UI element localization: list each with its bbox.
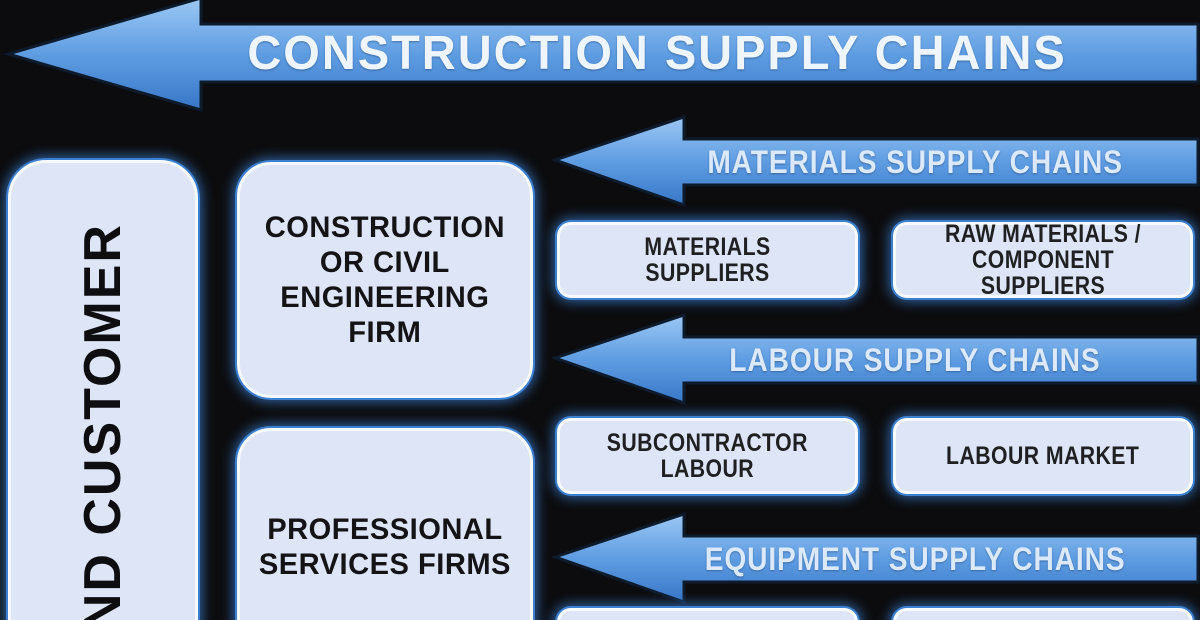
labour-market-box: LABOUR MARKET [893, 418, 1193, 494]
materials-arrow-polygon [550, 114, 1200, 208]
equipment-box-right-partial [893, 608, 1193, 620]
end-customer-box: END CUSTOMER [8, 160, 198, 620]
main-supply-chain-arrow-icon [2, 0, 1200, 112]
labour-arrow-polygon [550, 312, 1200, 406]
construction-supply-chains-label: CONSTRUCTION SUPPLY CHAINS [210, 24, 1200, 82]
materials-supply-chains-text: MATERIALS SUPPLY CHAINS [707, 143, 1123, 180]
labour-supply-chains-text: LABOUR SUPPLY CHAINS [729, 341, 1101, 378]
construction-firm-label: CONSTRUCTION OR CIVIL ENGINEERING FIRM [264, 211, 506, 349]
equipment-supply-chains-text: EQUIPMENT SUPPLY CHAINS [704, 540, 1126, 577]
labour-supply-chains-label: LABOUR SUPPLY CHAINS [650, 337, 1200, 383]
raw-materials-component-suppliers-label: RAW MATERIALS / COMPONENT SUPPLIERS [944, 220, 1142, 300]
subcontractor-labour-box: SUBCONTRACTOR LABOUR [557, 418, 858, 494]
labour-supply-arrow-icon [550, 312, 1200, 406]
equipment-supply-chains-label: EQUIPMENT SUPPLY CHAINS [650, 536, 1200, 582]
construction-firm-box: CONSTRUCTION OR CIVIL ENGINEERING FIRM [237, 162, 533, 398]
main-arrow-polygon [2, 0, 1200, 112]
labour-market-label: LABOUR MARKET [946, 442, 1140, 470]
end-customer-label: END CUSTOMER [74, 222, 132, 620]
materials-supply-arrow-icon [550, 114, 1200, 208]
materials-supply-chains-label: MATERIALS SUPPLY CHAINS [650, 139, 1200, 185]
professional-services-label: PROFESSIONAL SERVICES FIRMS [258, 513, 512, 581]
equipment-box-left-partial [557, 608, 858, 620]
equipment-arrow-polygon [550, 511, 1200, 605]
materials-suppliers-label: MATERIALS SUPPLIERS [644, 233, 771, 287]
construction-supply-chains-text: CONSTRUCTION SUPPLY CHAINS [247, 26, 1068, 80]
raw-materials-component-suppliers-box: RAW MATERIALS / COMPONENT SUPPLIERS [893, 220, 1193, 300]
subcontractor-labour-label: SUBCONTRACTOR LABOUR [606, 429, 809, 483]
materials-suppliers-box: MATERIALS SUPPLIERS [557, 222, 858, 298]
professional-services-box: PROFESSIONAL SERVICES FIRMS [237, 428, 533, 620]
equipment-supply-arrow-icon [550, 511, 1200, 605]
